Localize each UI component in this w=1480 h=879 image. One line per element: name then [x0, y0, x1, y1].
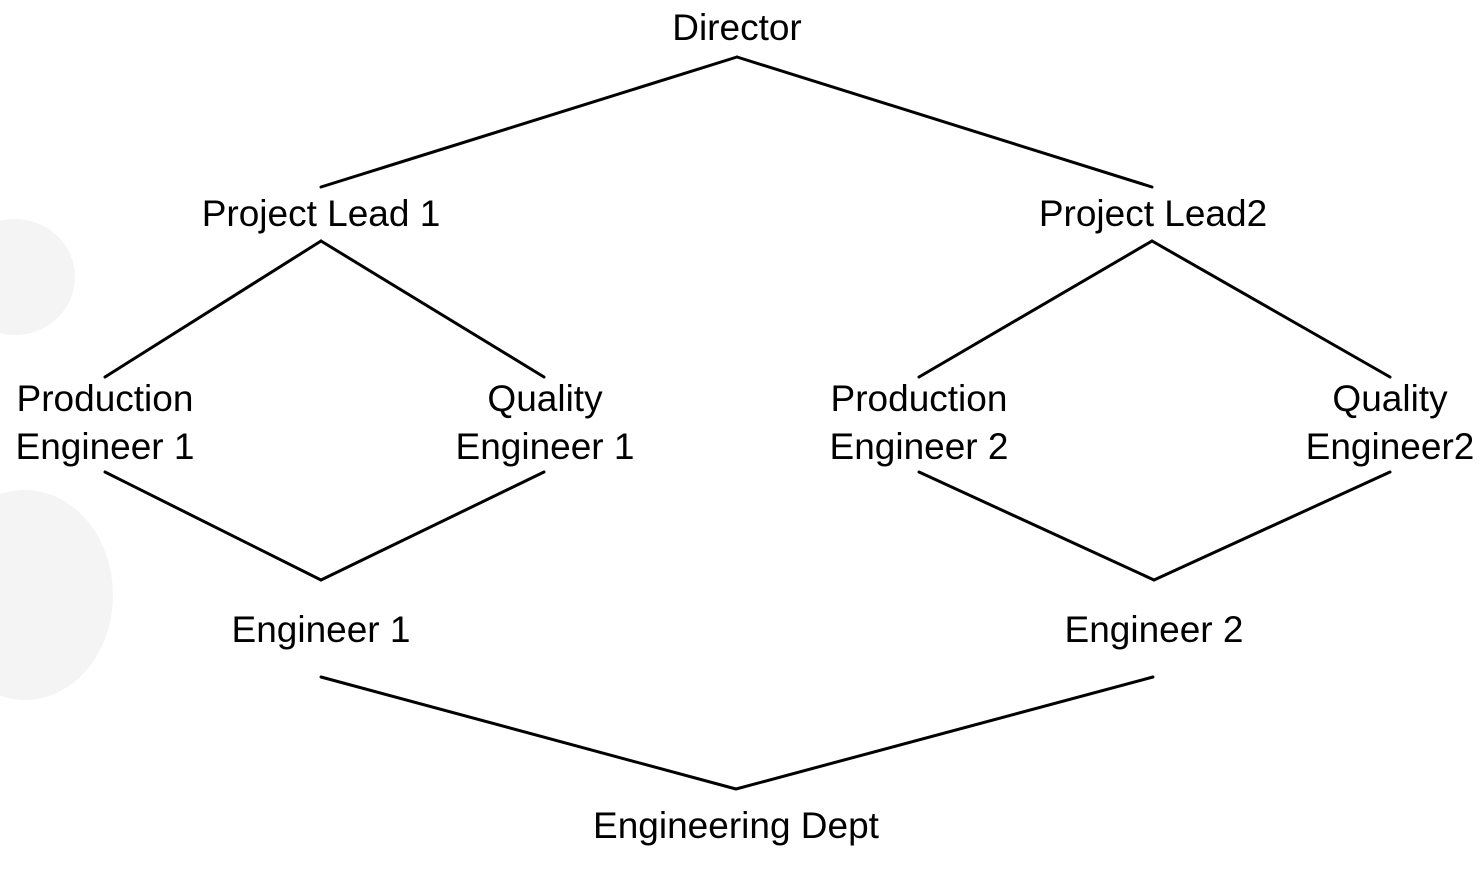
node-production-engineer-1-line2: Engineer 1 [15, 426, 195, 467]
node-production-engineer-1-line1: Production [16, 378, 194, 419]
node-engineer-2-label: Engineer 2 [1064, 609, 1244, 650]
node-production-engineer-2-line2: Engineer 2 [829, 426, 1009, 467]
node-quality-engineer-1: Quality Engineer 1 [456, 375, 635, 471]
node-production-engineer-1: Production Engineer 1 [16, 375, 195, 471]
edge-director-lead2 [735, 55, 1154, 189]
node-quality-engineer-2: Quality Engineer2 [1306, 375, 1475, 471]
edge-eng1-dept [319, 675, 738, 791]
node-production-engineer-2: Production Engineer 2 [830, 375, 1009, 471]
background-blob-lower [0, 490, 113, 700]
node-engineering-dept: Engineering Dept [593, 802, 879, 850]
edge-qual2-eng2 [1152, 470, 1392, 582]
node-quality-engineer-1-line1: Quality [487, 378, 603, 419]
edge-lead2-prod2 [917, 239, 1154, 379]
edge-qual1-eng1 [319, 470, 546, 582]
node-engineer-2: Engineer 2 [1065, 606, 1244, 654]
node-project-lead-2-label: Project Lead2 [1038, 193, 1268, 234]
edge-director-lead1 [319, 55, 739, 189]
node-engineer-1: Engineer 1 [232, 606, 411, 654]
node-quality-engineer-1-line2: Engineer 1 [455, 426, 635, 467]
node-director-label: Director [672, 7, 802, 48]
edge-prod1-eng1 [103, 470, 323, 582]
edge-lead2-qual2 [1150, 239, 1392, 379]
node-project-lead-1: Project Lead 1 [202, 190, 441, 238]
node-quality-engineer-2-line1: Quality [1332, 378, 1448, 419]
edge-lead1-qual1 [319, 239, 546, 379]
node-project-lead-2: Project Lead2 [1039, 190, 1267, 238]
edge-lead1-prod1 [103, 239, 323, 379]
background-blob-upper [0, 219, 75, 335]
edge-eng2-dept [734, 675, 1155, 791]
node-engineering-dept-label: Engineering Dept [593, 805, 879, 846]
node-production-engineer-2-line1: Production [830, 378, 1008, 419]
edge-prod2-eng2 [917, 470, 1156, 582]
node-quality-engineer-2-line2: Engineer2 [1305, 426, 1475, 467]
node-engineer-1-label: Engineer 1 [231, 609, 411, 650]
node-director: Director [672, 4, 802, 52]
node-project-lead-1-label: Project Lead 1 [201, 193, 441, 234]
